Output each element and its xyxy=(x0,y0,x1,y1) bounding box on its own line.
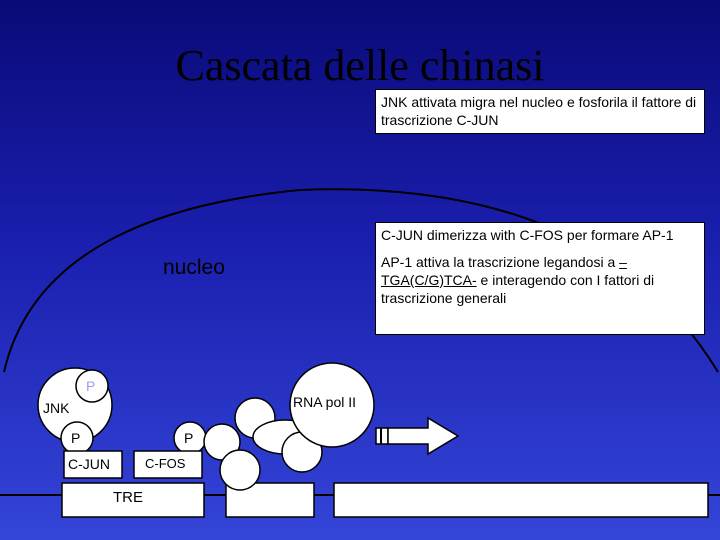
jnk-phosphate-label: P xyxy=(86,378,96,394)
gene-block xyxy=(333,482,709,518)
cfos-shape xyxy=(133,450,203,479)
rna-pol-shape xyxy=(289,362,375,448)
callout-jnk-activation: JNK attivata migra nel nucleo e fosforil… xyxy=(375,89,705,134)
cjun-label: C-JUN xyxy=(68,456,110,472)
callout-dimerization-text: C-JUN dimerizza with C-FOS per formare A… xyxy=(381,227,674,243)
transcription-arrow-icon xyxy=(387,416,460,456)
cfos-label: C-FOS xyxy=(145,456,186,471)
cjun-phosphate-label: P xyxy=(71,430,81,446)
cfos-phosphate-label: P xyxy=(184,430,194,446)
jnk-label: JNK xyxy=(43,400,70,416)
tre-element xyxy=(61,482,205,518)
slide-title: Cascata delle chinasi xyxy=(175,41,545,90)
nucleus-label: nucleo xyxy=(163,256,225,279)
rna-pol-label: RNA pol II xyxy=(293,394,357,410)
cjun-shape xyxy=(63,450,123,479)
callout-ap1-text: AP-1 attiva la trascrizione legandosi a … xyxy=(381,254,655,306)
jnk-phosphate xyxy=(75,369,109,403)
callout-ap1: C-JUN dimerizza with C-FOS per formare A… xyxy=(375,222,705,335)
tre-sequence: – TGA(C/G)TCA- xyxy=(381,254,627,288)
callout-jnk-text: JNK attivata migra nel nucleo e fosforil… xyxy=(381,94,697,128)
tre-label: TRE xyxy=(113,489,143,506)
